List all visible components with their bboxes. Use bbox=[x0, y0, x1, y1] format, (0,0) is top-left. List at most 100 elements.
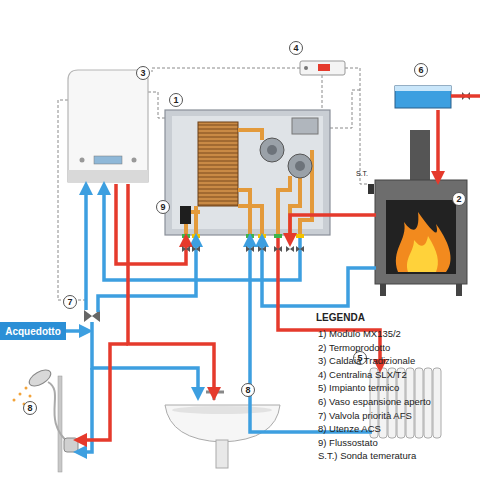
cold-pipes bbox=[66, 329, 86, 333]
control-unit bbox=[300, 61, 345, 75]
callout-number: 8 bbox=[241, 383, 255, 397]
control-wiring bbox=[152, 68, 300, 72]
hot-pipes bbox=[436, 110, 440, 178]
washbasin bbox=[165, 405, 280, 442]
shutoff-valves bbox=[274, 246, 282, 252]
traditional-boiler bbox=[132, 158, 137, 163]
shutoff-valves bbox=[192, 246, 200, 252]
control-wiring bbox=[148, 92, 165, 118]
control-wiring bbox=[330, 90, 360, 128]
shower bbox=[58, 376, 62, 472]
callout-number: 2 bbox=[452, 192, 466, 206]
copper-pipes bbox=[186, 130, 312, 234]
heat-module bbox=[180, 206, 191, 224]
control-wiring bbox=[58, 68, 368, 300]
expansion-vessel bbox=[395, 86, 451, 91]
control-unit bbox=[300, 61, 345, 75]
heat-module bbox=[288, 154, 312, 178]
heat-module bbox=[198, 122, 238, 206]
legend-entry: 8) Utenze ACS bbox=[318, 423, 381, 434]
shutoff-valves bbox=[246, 246, 254, 252]
shower bbox=[27, 367, 54, 389]
shower bbox=[13, 367, 79, 472]
control-wiring bbox=[322, 75, 323, 110]
shower bbox=[64, 438, 78, 452]
legend-entry: 3) Caldaia Tradizionale bbox=[318, 355, 415, 366]
heat-module bbox=[260, 138, 284, 162]
pipe-valves bbox=[258, 234, 266, 238]
traditional-boiler bbox=[80, 158, 85, 163]
shutoff-valves bbox=[258, 246, 266, 252]
shutoff-valves bbox=[182, 246, 304, 252]
callout-number: 1 bbox=[169, 93, 183, 107]
legend-entry: S.T.) Sonda temeratura bbox=[318, 450, 416, 461]
radiator bbox=[433, 368, 441, 438]
callout-number: 9 bbox=[156, 200, 170, 214]
hot-pipes bbox=[80, 96, 480, 440]
shutoff-valves bbox=[286, 246, 294, 252]
traditional-boiler bbox=[68, 70, 148, 182]
hot-pipes bbox=[451, 94, 480, 98]
pipe-valves bbox=[182, 234, 304, 238]
shutoff-valves bbox=[296, 246, 304, 252]
traditional-boiler bbox=[68, 170, 148, 182]
legend-entry: 7) Valvola priorità AFS bbox=[318, 410, 412, 421]
traditional-boiler bbox=[68, 70, 148, 182]
copper-pipes bbox=[194, 206, 198, 234]
fireplace-stove bbox=[407, 236, 438, 272]
washbasin bbox=[172, 406, 272, 414]
cold-pipes bbox=[98, 240, 196, 312]
callout-number: 4 bbox=[289, 41, 303, 55]
control-unit bbox=[304, 66, 308, 70]
heat-module bbox=[267, 145, 277, 155]
fireplace-stove bbox=[386, 200, 456, 274]
copper-pipes bbox=[238, 206, 262, 234]
callout-number: 8 bbox=[23, 401, 37, 415]
cold-pipes bbox=[84, 188, 88, 310]
legend-entry: 4) Centralina SLX/T2 bbox=[318, 369, 407, 380]
cold-pipes bbox=[92, 322, 198, 394]
washbasin bbox=[216, 440, 228, 468]
legend-entry: 5) Impianto termico bbox=[318, 382, 399, 393]
pipe-valves bbox=[182, 234, 190, 238]
callout-number: 3 bbox=[136, 66, 150, 80]
annotation-text: S.T. bbox=[356, 170, 368, 177]
source-box: Acquedotto bbox=[0, 322, 66, 340]
legend-entry: 2) Termoprodotto bbox=[318, 342, 390, 353]
copper-pipes bbox=[238, 130, 262, 140]
annotation-text: LEGENDA bbox=[316, 312, 365, 323]
shower bbox=[48, 382, 70, 444]
shower bbox=[13, 399, 16, 402]
fireplace-stove bbox=[368, 130, 467, 296]
fireplace-stove bbox=[375, 180, 467, 284]
cold-pipes bbox=[104, 188, 300, 280]
hot-pipes bbox=[80, 344, 128, 440]
shutoff-valves bbox=[182, 246, 190, 252]
fireplace-stove bbox=[410, 130, 430, 182]
traditional-boiler bbox=[94, 156, 122, 164]
expansion-vessel bbox=[395, 86, 451, 108]
control-unit bbox=[318, 64, 330, 71]
heat-module bbox=[295, 161, 305, 171]
callout-number: 6 bbox=[414, 63, 428, 77]
node-label: Acquedotto bbox=[2, 326, 64, 337]
pipe-valves bbox=[274, 234, 282, 238]
callout-number: 7 bbox=[63, 295, 77, 309]
shower bbox=[19, 393, 22, 396]
legend-entry: 6) Vaso espansione aperto bbox=[318, 396, 431, 407]
shower bbox=[29, 395, 32, 398]
copper-pipes bbox=[238, 190, 250, 234]
pipe-valves bbox=[296, 234, 304, 238]
hot-pipes bbox=[128, 184, 214, 394]
fireplace-stove bbox=[396, 212, 451, 272]
fireplace-stove bbox=[380, 284, 386, 296]
heat-module bbox=[292, 118, 318, 134]
shower bbox=[25, 387, 28, 390]
hot-pipes bbox=[290, 215, 376, 240]
fireplace-stove bbox=[368, 184, 374, 194]
legend-entry: 9) Flussostato bbox=[318, 437, 378, 448]
legend-entry: 1) Modulo MX135/2 bbox=[318, 328, 401, 339]
pipe-valves bbox=[246, 234, 254, 238]
